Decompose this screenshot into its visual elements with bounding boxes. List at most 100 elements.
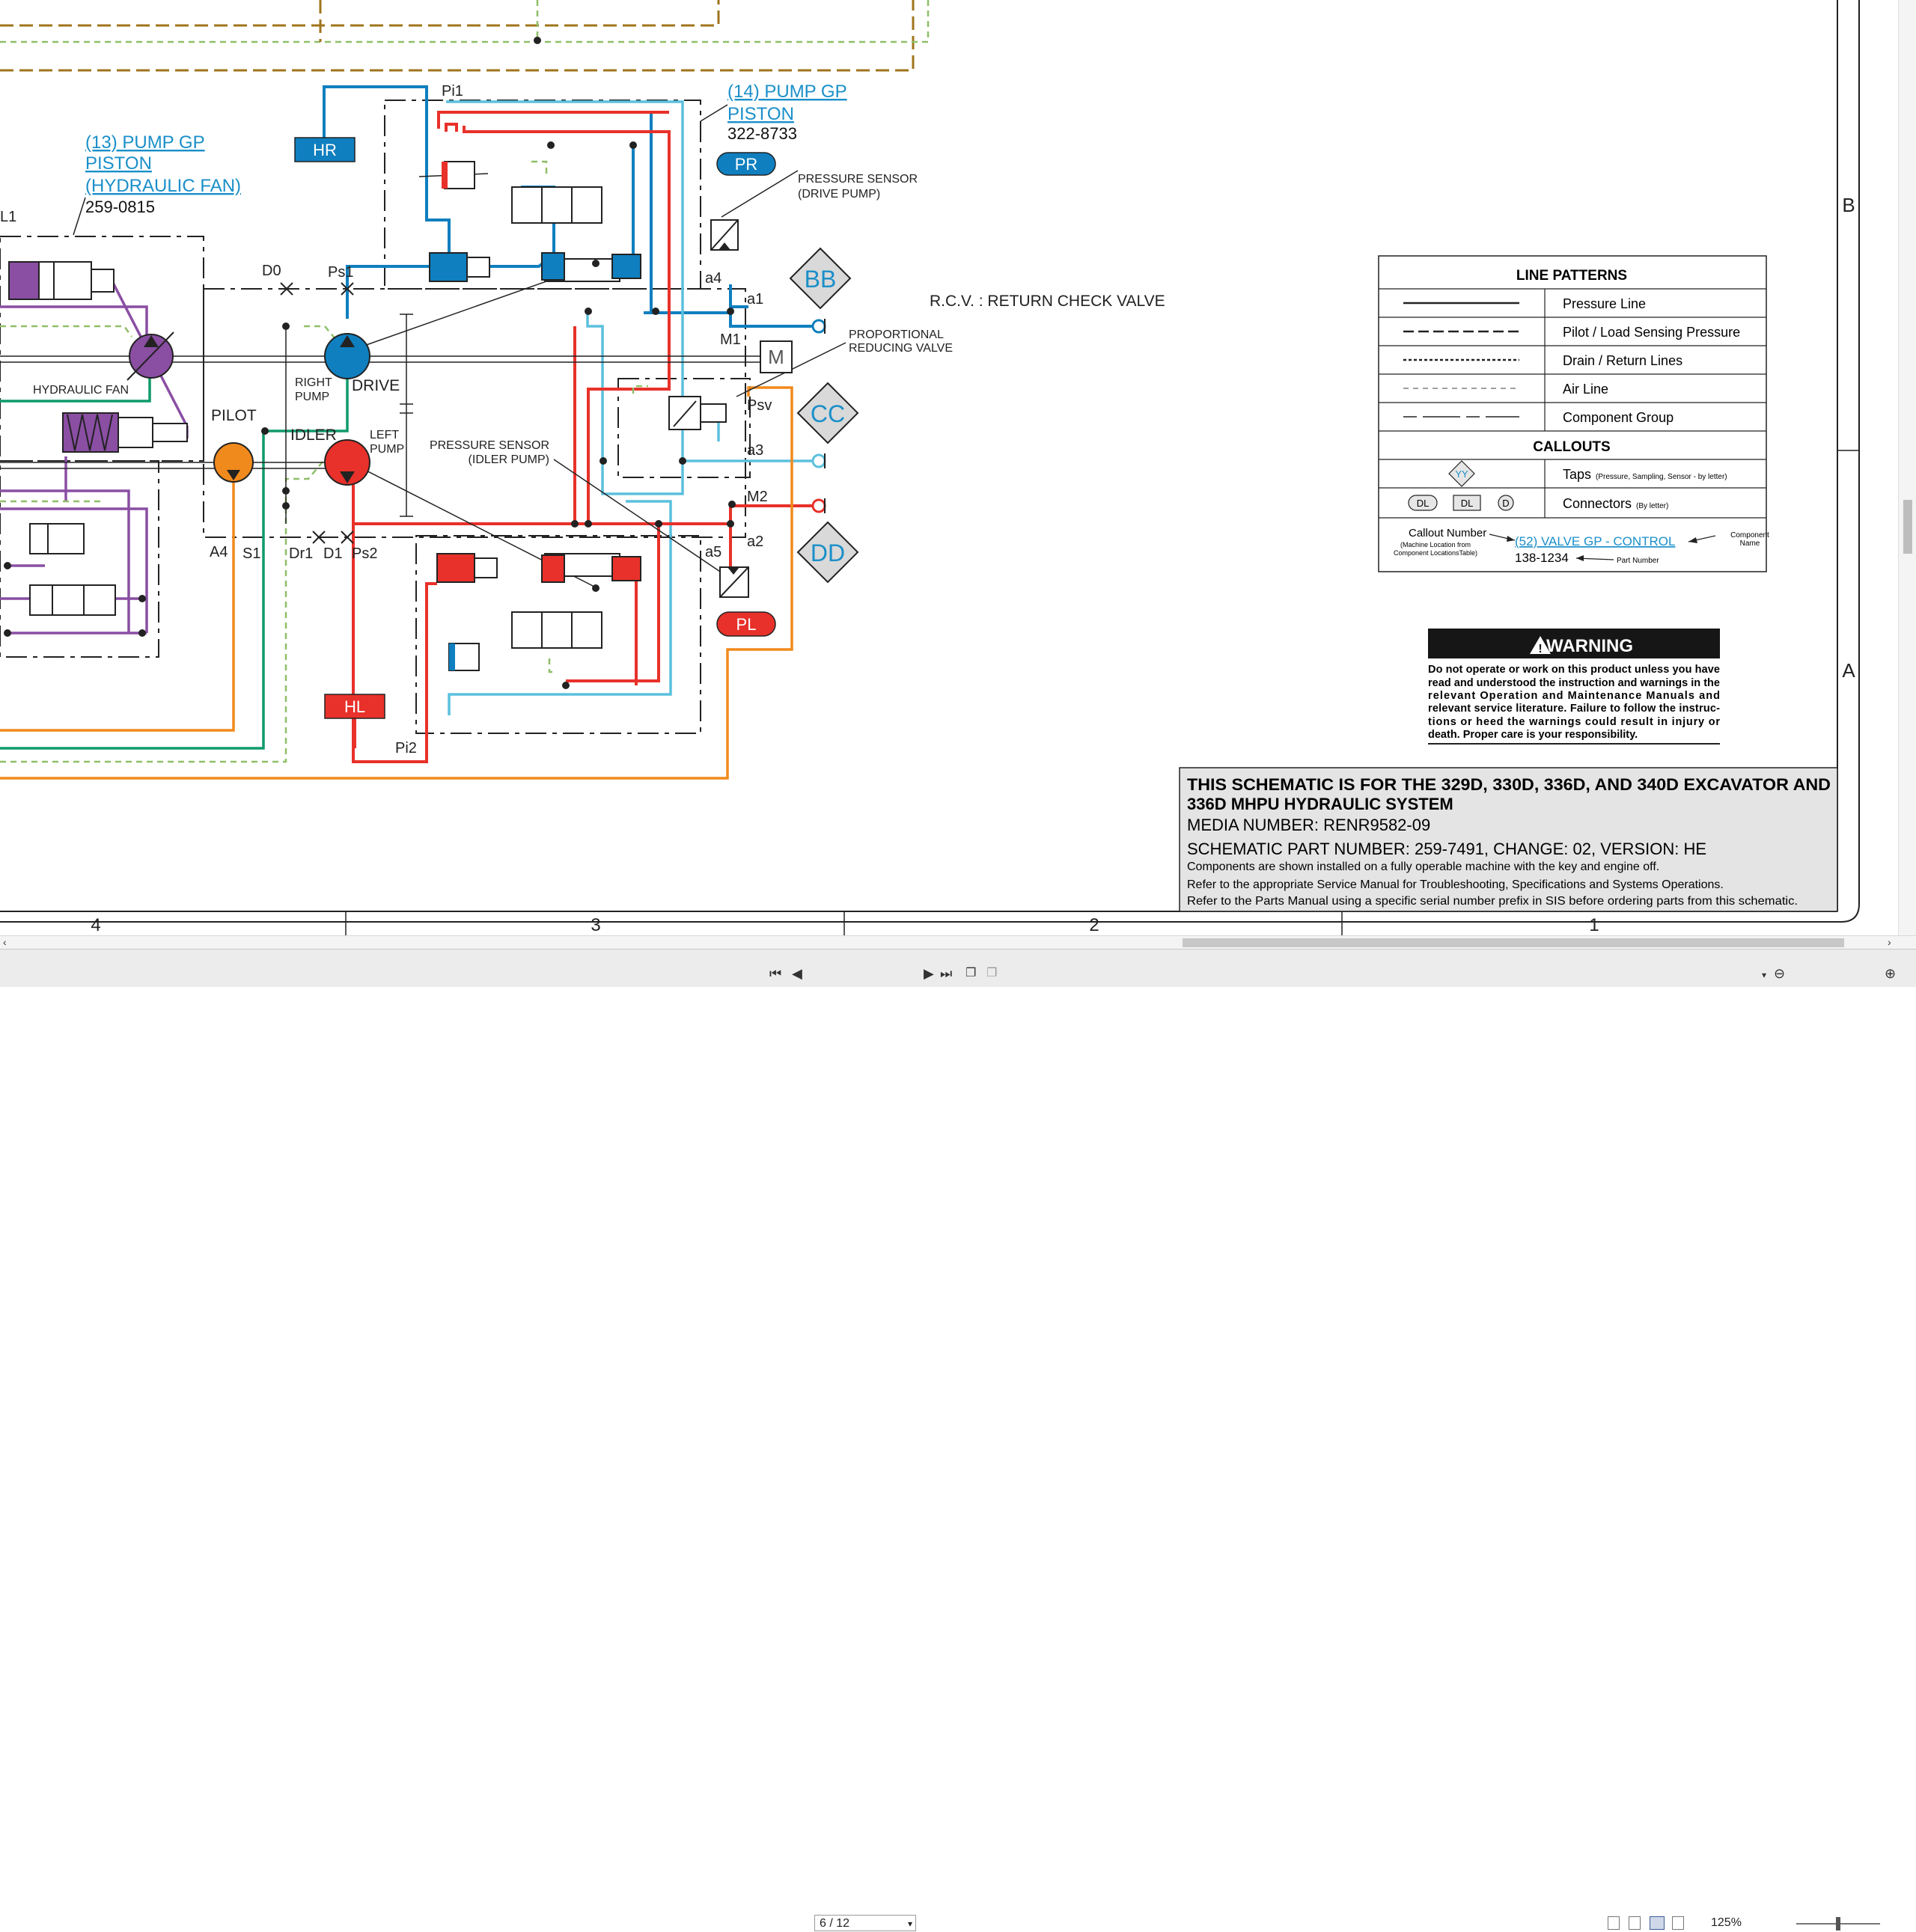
label-ps1: Ps1 — [328, 264, 353, 281]
zone-col-1: 1 — [1589, 915, 1599, 935]
pump14-line1[interactable]: (14) PUMP GP — [727, 82, 847, 102]
label-d0: D0 — [262, 263, 281, 279]
zone-col-3: 3 — [591, 915, 600, 935]
label-right-pump-2: PUMP — [295, 391, 329, 403]
pump13-line2[interactable]: PISTON — [85, 153, 152, 174]
paste-page-icon[interactable]: ❐ — [986, 967, 998, 979]
callout-pump13[interactable]: (13) PUMP GP PISTON (HYDRAULIC FAN) 259-… — [85, 132, 241, 216]
drive-pump — [324, 333, 370, 379]
label-l1: L1 — [0, 209, 16, 225]
zoom-dropdown-icon[interactable]: ▾ — [1762, 970, 1767, 980]
warning-title: WARNING — [1546, 636, 1633, 656]
zoom-level: 125% — [1711, 1916, 1742, 1929]
copy-page-icon[interactable]: ❐ — [965, 967, 977, 979]
label-a3: a3 — [747, 442, 763, 459]
label-dr1: Dr1 — [289, 545, 313, 562]
pl-connector: PL — [716, 611, 776, 637]
junction-dots — [4, 141, 736, 689]
label-a2: a2 — [747, 534, 763, 550]
title-note-3: Refer to the Parts Manual using a specif… — [1187, 895, 1798, 908]
label-left-pump-1: LEFT — [370, 429, 399, 441]
fan-pump — [126, 331, 174, 381]
continuous-two-page-view-icon[interactable] — [1672, 1916, 1684, 1930]
warning-line-3: relevant Operation and Maintenance Manua… — [1428, 690, 1720, 702]
m-label: M — [768, 346, 784, 368]
label-a1: a1 — [747, 291, 763, 308]
zone-col-2: 2 — [1089, 915, 1099, 935]
component-groups — [0, 100, 751, 734]
tap-legend-icon — [1448, 460, 1475, 487]
zoom-out-icon[interactable]: ⊖ — [1774, 966, 1786, 981]
pr-connector: PR — [716, 152, 776, 176]
label-rcv: R.C.V. : RETURN CHECK VALVE — [930, 293, 1165, 310]
label-ps2: Ps2 — [352, 545, 377, 562]
schematic-labels: Pi1 Pi2 D0 Ps1 Ps2 a1 a2 a3 a4 a5 M1 M2 … — [0, 83, 1165, 756]
title-media-number: MEDIA NUMBER: RENR9582-09 — [1187, 816, 1430, 834]
zoom-in-icon[interactable]: ⊕ — [1885, 966, 1897, 981]
pump13-line1[interactable]: (13) PUMP GP — [85, 132, 205, 153]
two-page-view-icon[interactable] — [1650, 1916, 1665, 1930]
warning-line-5: tions or heed the warnings could result … — [1428, 716, 1720, 728]
scroll-left-icon[interactable]: ‹ — [3, 936, 7, 948]
title-part-number: SCHEMATIC PART NUMBER: 259-7491, CHANGE:… — [1187, 840, 1706, 858]
page-indicator: 6 / 12 — [820, 1917, 850, 1930]
fan-motor — [62, 412, 188, 453]
zoom-slider-thumb[interactable] — [1836, 1917, 1840, 1931]
legend-component-name-2: Name — [1740, 539, 1760, 548]
label-left-pump-2: PUMP — [370, 443, 404, 456]
tap-cc-label: CC — [811, 400, 845, 427]
legend-drain-line: Drain / Return Lines — [1563, 353, 1682, 368]
horizontal-scroll-thumb[interactable] — [1183, 938, 1844, 947]
first-page-icon[interactable]: ⏮ — [769, 966, 782, 981]
callout-pump14[interactable]: (14) PUMP GP PISTON 322-8733 — [727, 82, 847, 143]
pump13-line3[interactable]: (HYDRAULIC FAN) — [85, 176, 241, 196]
title-block: THIS SCHEMATIC IS FOR THE 329D, 330D, 33… — [1179, 767, 1838, 912]
legend-component-name-1: Component — [1730, 531, 1769, 539]
horizontal-scrollbar[interactable]: ‹ › — [0, 935, 1916, 950]
single-page-view-icon[interactable] — [1608, 1916, 1620, 1930]
legend-callout-note-1: (Machine Location from — [1400, 541, 1471, 548]
pilot-pump — [213, 442, 254, 483]
title-heading-2: 336D MHPU HYDRAULIC SYSTEM — [1187, 795, 1453, 813]
label-m1: M1 — [720, 331, 741, 348]
vertical-scrollbar[interactable] — [1898, 0, 1916, 935]
legend-connectors-note: (By letter) — [1636, 502, 1668, 510]
next-page-icon[interactable]: ▶ — [924, 966, 934, 981]
label-d1: D1 — [323, 545, 343, 562]
legend-air-line: Air Line — [1563, 382, 1608, 397]
warning-line-6: death. Proper care is your responsibilit… — [1428, 729, 1638, 741]
idler-pump — [324, 439, 370, 486]
label-psv: Psv — [747, 397, 772, 414]
idler-valve-spool — [511, 553, 620, 649]
connector-legend-icon-2 — [1453, 495, 1481, 511]
legend-example-part: 138-1234 — [1515, 551, 1569, 565]
page-indicator-field[interactable]: 6 / 12 ▾ — [814, 1915, 916, 1931]
legend-table: LINE PATTERNS Pressure Line Pilot / Load… — [1378, 255, 1769, 572]
tap-bb: BB — [789, 247, 852, 310]
prev-page-icon[interactable]: ◀ — [792, 966, 802, 981]
legend-taps-symbol: YY — [1455, 468, 1468, 480]
legend-pressure-line: Pressure Line — [1563, 296, 1646, 311]
idler-pressure-sensor — [719, 566, 749, 598]
tap-dd-label: DD — [811, 539, 845, 566]
viewer-toolbar: ⏮ ◀ 6 / 12 ▾ ▶ ⏭ ❐ ❐ 125% ▾ ⊖ ⊕ — [0, 949, 1916, 1931]
continuous-view-icon[interactable] — [1629, 1916, 1641, 1930]
zone-col-4: 4 — [91, 915, 100, 935]
scroll-right-icon[interactable]: › — [1888, 936, 1891, 948]
warning-line-4: relevant service literature. Failure to … — [1428, 703, 1720, 715]
title-heading-1: THIS SCHEMATIC IS FOR THE 329D, 330D, 33… — [1187, 775, 1831, 794]
last-page-icon[interactable]: ⏭ — [940, 966, 953, 981]
fan-cylinder — [8, 261, 115, 300]
legend-example-callout[interactable]: (52) VALVE GP - CONTROL — [1515, 534, 1675, 548]
label-drive: DRIVE — [352, 377, 400, 394]
pump14-line2[interactable]: PISTON — [727, 104, 794, 124]
label-pi2: Pi2 — [395, 740, 417, 756]
label-hydraulic-fan: HYDRAULIC FAN — [33, 384, 129, 397]
legend-title: LINE PATTERNS — [1516, 268, 1627, 284]
vertical-scroll-thumb[interactable] — [1903, 500, 1912, 554]
label-a4b: A4 — [210, 544, 228, 560]
label-idler: IDLER — [290, 427, 337, 444]
orange-lines — [0, 386, 793, 780]
hl-connector: HL — [324, 694, 385, 719]
tap-bb-label: BB — [805, 266, 837, 293]
